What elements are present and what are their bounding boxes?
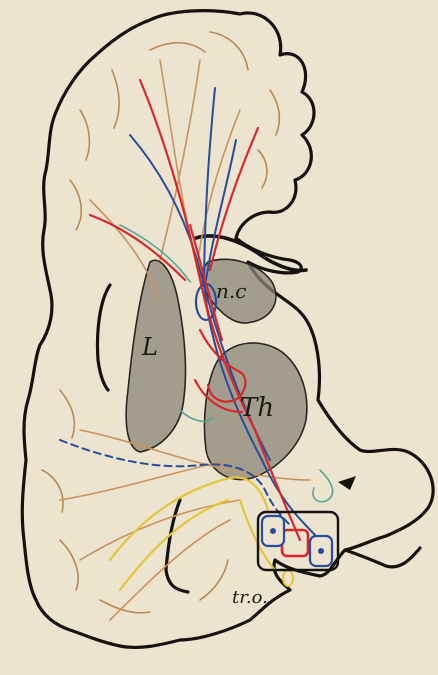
- arrow-marker: [338, 476, 356, 490]
- peduncle-boxes: [258, 512, 338, 570]
- label-tro: tr.o.: [232, 587, 268, 608]
- label-th: Th: [240, 393, 274, 423]
- lateral-sulcus: [98, 285, 111, 390]
- label-nc: n.c: [216, 279, 246, 303]
- brain-outline: [22, 11, 433, 648]
- inferior-fold: [345, 548, 420, 567]
- label-l: L: [141, 333, 158, 361]
